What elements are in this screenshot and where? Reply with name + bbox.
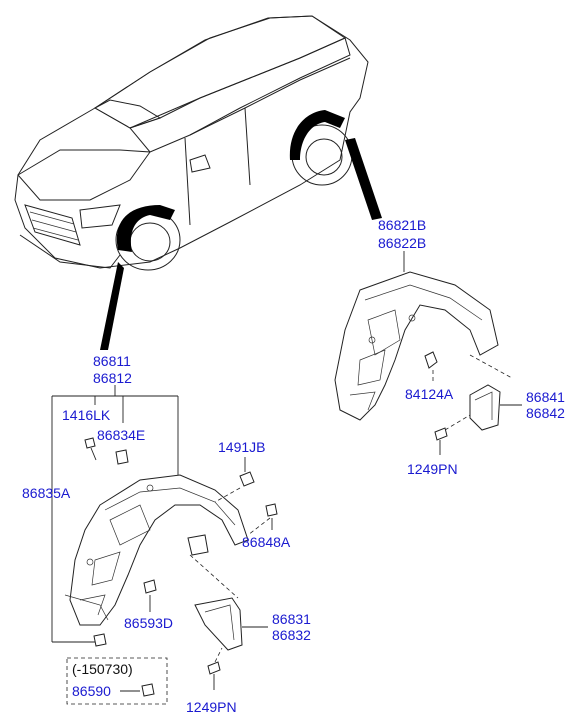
clip-86590-icon — [141, 683, 155, 697]
dash-front-mudguard — [189, 554, 239, 599]
rear-wheel-guard — [334, 271, 499, 421]
dash-1491jb — [214, 487, 241, 503]
nut-1491jb-icon — [239, 471, 255, 487]
note-box — [66, 657, 168, 705]
label-front-mudguard-2[interactable]: 86832 — [272, 627, 311, 643]
rear-callout-wedge — [345, 138, 382, 220]
label-86834e[interactable]: 86834E — [97, 427, 145, 443]
clip-86593d-icon — [143, 579, 157, 594]
dash-rear-screw — [444, 414, 471, 431]
clip-86848a-icon — [265, 503, 278, 517]
clip-bottom-icon — [93, 633, 107, 647]
car-illustration — [14, 15, 382, 350]
front-wheel-guard — [64, 474, 249, 626]
dash-front-screw — [214, 647, 223, 663]
front-wheel-arch-highlight — [116, 205, 175, 252]
bolt-1416lk-icon — [84, 437, 97, 461]
front-bracket — [51, 385, 179, 642]
label-front-guard-2[interactable]: 86812 — [93, 370, 132, 386]
clip-86834e-icon — [115, 449, 129, 465]
label-1491jb[interactable]: 1491JB — [218, 439, 265, 455]
nut-84124a-icon — [424, 351, 438, 369]
label-86848a[interactable]: 86848A — [242, 534, 291, 550]
label-86835a[interactable]: 86835A — [22, 485, 71, 501]
label-86590[interactable]: 86590 — [72, 683, 111, 699]
label-rear-mudguard-2[interactable]: 86842 — [526, 405, 565, 421]
front-callout-wedge — [100, 262, 124, 350]
label-84124a[interactable]: 84124A — [405, 386, 454, 402]
label-1416lk[interactable]: 1416LK — [62, 407, 111, 423]
label-date-note: (-150730) — [72, 661, 133, 677]
label-rear-guard-1[interactable]: 86821B — [378, 217, 426, 233]
front-mudguard — [194, 597, 243, 651]
rear-mudguard — [469, 384, 501, 431]
rear-wheel-arch-highlight — [289, 110, 345, 160]
label-rear-mudguard-1[interactable]: 86841 — [526, 389, 565, 405]
label-1249pn-front[interactable]: 1249PN — [186, 699, 237, 715]
dash-rear-mudguard — [469, 354, 513, 379]
screw-front-icon — [207, 661, 221, 690]
label-front-mudguard-1[interactable]: 86831 — [272, 611, 311, 627]
dash-86848a — [247, 517, 271, 536]
label-1249pn-rear[interactable]: 1249PN — [407, 461, 458, 477]
label-86593d[interactable]: 86593D — [124, 615, 173, 631]
screw-rear-icon — [434, 427, 448, 455]
label-front-guard-1[interactable]: 86811 — [93, 353, 131, 369]
label-rear-guard-2[interactable]: 86822B — [378, 235, 426, 251]
